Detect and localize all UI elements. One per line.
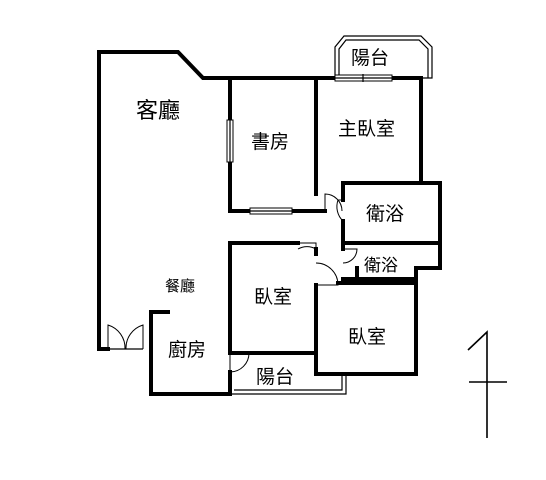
room-label-bedroom-b: 臥室	[348, 326, 386, 348]
room-label-bath: 衛浴	[364, 256, 398, 275]
windows	[226, 74, 393, 215]
room-label-dining: 餐廳	[165, 277, 195, 295]
room-labels: 客廳 書房 主臥室 陽台 衛浴 衛浴 餐廳 臥室 臥室 廚房 陽台	[136, 47, 404, 388]
room-label-master-bedroom: 主臥室	[338, 118, 395, 140]
room-label-master-bath: 衛浴	[366, 203, 404, 225]
room-label-bedroom-a: 臥室	[254, 286, 292, 308]
north-arrow-icon	[467, 330, 507, 438]
doors	[107, 193, 358, 373]
room-label-kitchen: 廚房	[168, 338, 206, 361]
room-label-balcony-bottom: 陽台	[256, 366, 294, 388]
room-label-balcony-top: 陽台	[351, 47, 389, 69]
balcony-outlines	[230, 35, 433, 395]
room-label-living: 客廳	[136, 98, 180, 123]
room-label-study: 書房	[251, 131, 289, 153]
walls	[97, 50, 442, 396]
